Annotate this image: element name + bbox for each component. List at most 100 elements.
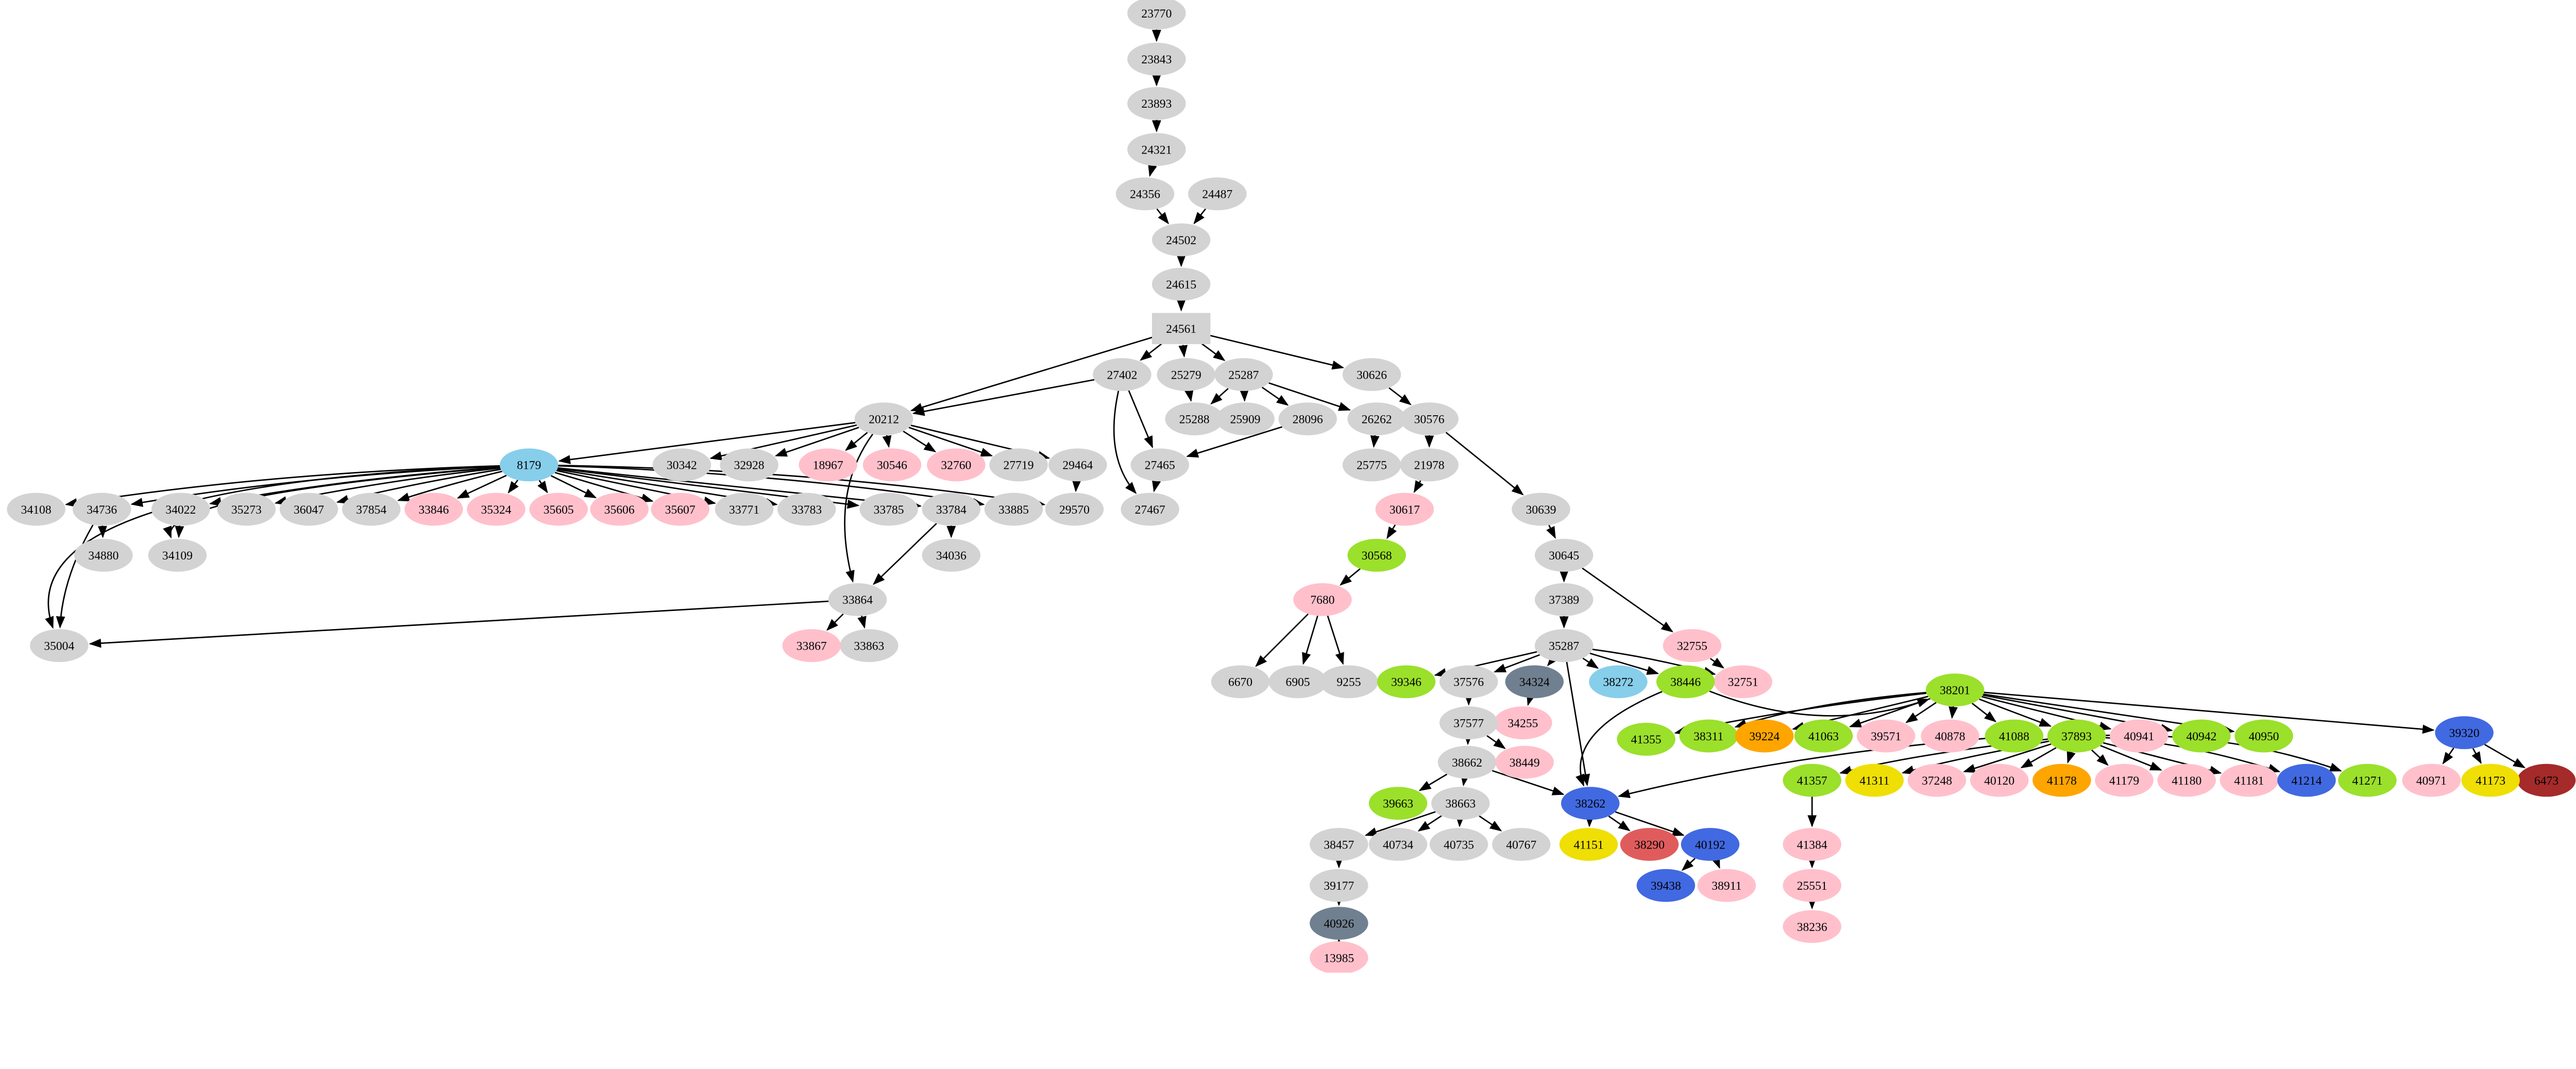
graph-node-9255: 9255: [1319, 665, 1378, 699]
graph-node-24502: 24502: [1151, 223, 1211, 257]
edge-30617-30568: [1386, 524, 1397, 539]
node-label: 6905: [1286, 676, 1310, 689]
node-label: 37854: [356, 503, 386, 517]
graph-node-38201: 38201: [1925, 673, 1985, 707]
node-ellipse-shape: [1656, 665, 1715, 699]
graph-node-38311: 38311: [1679, 719, 1738, 753]
graph-node-28096: 28096: [1278, 402, 1337, 436]
node-label: 23893: [1141, 97, 1172, 111]
node-label: 28096: [1293, 413, 1323, 426]
edge-7680-6905: [1302, 615, 1318, 665]
edge-8179-33784: [557, 467, 922, 510]
node-label: 30568: [1362, 549, 1392, 563]
graph-node-40192: 40192: [1681, 828, 1740, 861]
node-ellipse-shape: [1783, 869, 1841, 902]
node-label: 13985: [1324, 952, 1354, 965]
node-label: 36047: [294, 503, 324, 517]
node-ellipse-shape: [1714, 665, 1773, 699]
graph-node-40942: 40942: [2172, 719, 2231, 753]
graph-node-40767: 40767: [1492, 828, 1551, 861]
graph-node-37893: 37893: [2047, 719, 2106, 753]
graph-node-41271: 41271: [2338, 763, 2397, 797]
node-label: 25551: [1797, 879, 1827, 893]
node-label: 34108: [21, 503, 52, 517]
graph-node-30626: 30626: [1342, 358, 1401, 391]
edge-25287-26262: [1268, 382, 1351, 411]
node-ellipse-shape: [2277, 763, 2336, 797]
edge-38663-40767: [1479, 815, 1502, 832]
node-label: 25288: [1179, 413, 1210, 426]
graph-node-32751: 32751: [1714, 665, 1773, 699]
node-label: 41180: [2172, 774, 2201, 788]
node-label: 27465: [1145, 459, 1175, 472]
graph-node-6670: 6670: [1211, 665, 1270, 699]
node-ellipse-shape: [1617, 723, 1675, 756]
node-label: 34109: [162, 549, 193, 563]
graph-node-33771: 33771: [715, 493, 774, 526]
edge-8179-35004: [45, 465, 500, 629]
node-label: 35273: [231, 503, 262, 517]
graph-node-41088: 41088: [1985, 719, 2044, 753]
edge-40192-38911: [1711, 856, 1720, 869]
node-ellipse-shape: [989, 448, 1048, 482]
node-label: 30342: [667, 459, 697, 472]
edge-37893-41180: [2100, 744, 2162, 771]
node-ellipse-shape: [1310, 869, 1368, 902]
node-ellipse-shape: [1534, 583, 1594, 616]
edge-38262-38290: [1608, 815, 1631, 832]
edge-38446-38262: [1575, 691, 1663, 787]
node-ellipse-shape: [1925, 673, 1985, 707]
node-ellipse-shape: [2095, 763, 2154, 797]
node-ellipse-shape: [30, 629, 89, 663]
node-ellipse-shape: [1368, 828, 1428, 861]
edge-38201-37893: [1979, 698, 2052, 727]
graph-node-41179: 41179: [2095, 763, 2154, 797]
node-label: 7680: [1310, 593, 1334, 607]
node-ellipse-shape: [1794, 719, 1853, 753]
node-label: 6670: [1228, 676, 1252, 689]
edge-7680-9255: [1327, 615, 1344, 665]
graph-node-40950: 40950: [2234, 719, 2293, 753]
graph-node-30568: 30568: [1347, 538, 1406, 572]
node-ellipse-shape: [1783, 828, 1841, 861]
node-label: 40971: [2416, 774, 2447, 788]
graph-node-25279: 25279: [1157, 358, 1216, 391]
graph-node-20212: 20212: [854, 402, 913, 436]
node-ellipse-shape: [1347, 538, 1406, 572]
node-ellipse-shape: [1310, 907, 1368, 940]
node-label: 25909: [1230, 413, 1261, 426]
edge-33864-35004: [89, 600, 829, 648]
node-label: 34022: [165, 503, 196, 517]
edge-20212-8179: [558, 421, 856, 464]
graph-node-34880: 34880: [74, 538, 133, 572]
node-label: 41384: [1797, 838, 1827, 852]
node-label: 41179: [2109, 774, 2139, 788]
node-ellipse-shape: [279, 493, 338, 526]
node-label: 23843: [1141, 53, 1172, 66]
graph-node-27467: 27467: [1121, 493, 1179, 526]
graph-node-35605: 35605: [529, 493, 588, 526]
node-label: 9255: [1336, 676, 1361, 689]
node-ellipse-shape: [500, 448, 558, 482]
node-label: 41271: [2352, 774, 2383, 788]
graph-node-30342: 30342: [652, 448, 711, 482]
graph-node-25909: 25909: [1216, 402, 1275, 436]
node-label: 27719: [1004, 459, 1034, 472]
node-box-shape: [1151, 313, 1211, 345]
node-label: 41173: [2476, 774, 2505, 788]
edge-38446-38201: [1709, 690, 1930, 717]
edge-21978-30617: [1413, 480, 1424, 493]
node-ellipse-shape: [1494, 706, 1552, 739]
node-ellipse-shape: [1783, 910, 1841, 943]
node-ellipse-shape: [1310, 828, 1368, 861]
node-label: 30626: [1357, 368, 1387, 382]
node-label: 33784: [936, 503, 967, 517]
edge-37893-37248: [1963, 743, 2052, 773]
graph-node-34736: 34736: [72, 493, 131, 526]
node-ellipse-shape: [2517, 763, 2576, 797]
node-label: 33863: [854, 639, 884, 653]
node-ellipse-shape: [1985, 719, 2044, 753]
graph-node-38446: 38446: [1656, 665, 1715, 699]
node-ellipse-shape: [217, 493, 276, 526]
edge-34324-34255: [1526, 693, 1536, 706]
